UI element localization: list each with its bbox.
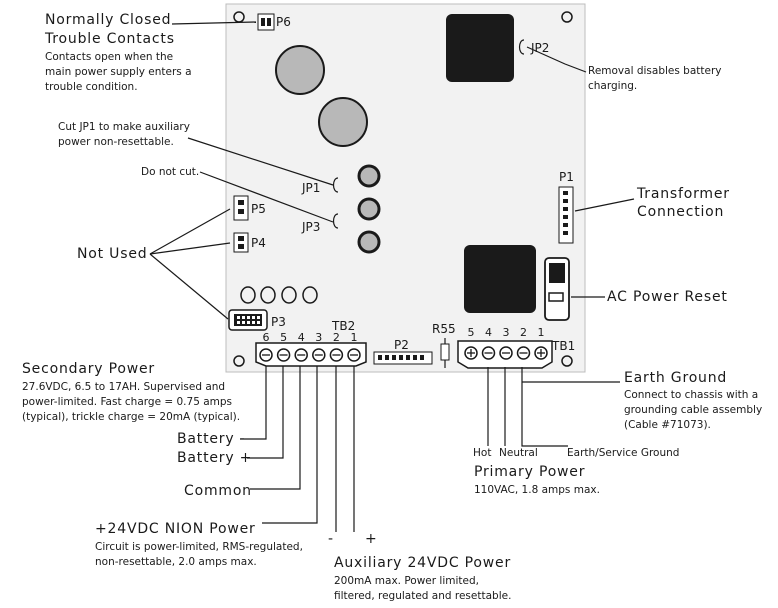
transformer-title-line1: Transformer (636, 186, 730, 202)
capacitor (357, 230, 381, 254)
tb1-pin-label: 3 (503, 326, 510, 339)
capacitor (318, 97, 368, 147)
jp1-label: JP1 (301, 181, 320, 195)
tb2-pin-label: 4 (298, 331, 305, 344)
tb2-pin-label: 2 (333, 331, 340, 344)
p3-label: P3 (271, 315, 286, 329)
ac-power-reset-label: AC Power Reset (607, 289, 728, 305)
p5-connector (233, 195, 249, 221)
earth-service-ground-label: Earth/Service Ground (567, 447, 679, 459)
r55-label: R55 (432, 322, 456, 336)
earth-desc-line3: (Cable #71073). (624, 419, 711, 431)
nion-desc-line1: Circuit is power-limited, RMS-regulated, (95, 541, 303, 553)
neutral-label: Neutral (499, 447, 538, 459)
jp2-jumper (518, 39, 525, 55)
secondary-power-title: Secondary Power (22, 361, 155, 377)
capacitor (275, 45, 325, 95)
aux-plus-label: + (365, 531, 378, 547)
nc-desc-line3: trouble condition. (45, 81, 138, 93)
earth-desc-line2: grounding cable assembly (624, 404, 762, 416)
tb1-label: TB1 (551, 339, 575, 353)
p4-label: P4 (251, 236, 266, 250)
p5-label: P5 (251, 202, 266, 216)
hot-label: Hot (473, 447, 491, 459)
nc-title-line1: Normally Closed (45, 12, 171, 28)
tb1-pin-label: 2 (520, 326, 527, 339)
p6-connector (257, 13, 275, 31)
primary-power-title: Primary Power (474, 464, 585, 480)
tb2-label: TB2 (331, 319, 355, 333)
battery-minus-label: Battery - (177, 431, 246, 447)
transformer-title-line2: Connection (637, 204, 724, 220)
mounting-hole (561, 11, 573, 23)
nion-power-title: +24VDC NION Power (95, 521, 256, 537)
aux-power-title: Auxiliary 24VDC Power (334, 555, 511, 571)
battery-plus-label: Battery + (177, 450, 252, 466)
tb1-pin-label: 5 (468, 326, 475, 339)
primary-desc: 110VAC, 1.8 amps max. (474, 484, 600, 496)
common-label: Common (184, 483, 252, 499)
secondary-desc-line1: 27.6VDC, 6.5 to 17AH. Supervised and (22, 381, 225, 393)
secondary-desc-line3: (typical), trickle charge = 20mA (typica… (22, 411, 240, 423)
jp2-label: JP2 (530, 41, 549, 55)
nc-desc-line2: main power supply enters a (45, 66, 192, 78)
jp3-label: JP3 (301, 220, 320, 234)
tb2-pin-label: 6 (263, 331, 270, 344)
heat-sink (446, 14, 514, 82)
jp3-note: Do not cut. (141, 166, 199, 178)
jp2-note-line1: Removal disables battery (588, 65, 722, 77)
earth-ground-title: Earth Ground (624, 370, 727, 386)
p4-connector (233, 232, 249, 253)
aux-minus-label: - (328, 531, 334, 547)
r55-resistor (440, 343, 450, 361)
p6-label: P6 (276, 15, 291, 29)
aux-desc-line2: filtered, regulated and resettable. (334, 590, 511, 602)
led (240, 286, 256, 304)
jp3-jumper (332, 213, 339, 229)
mounting-hole (561, 355, 573, 367)
tb2-pin-label: 5 (280, 331, 287, 344)
jp2-note-line2: charging. (588, 80, 637, 92)
led (260, 286, 276, 304)
not-used-label: Not Used (77, 246, 147, 262)
nion-desc-line2: non-resettable, 2.0 amps max. (95, 556, 257, 568)
aux-desc-line1: 200mA max. Power limited, (334, 575, 479, 587)
tb1-pin-label: 1 (538, 326, 545, 339)
jp1-note-line2: power non-resettable. (58, 136, 174, 148)
jp1-jumper (332, 177, 339, 193)
mounting-hole (233, 355, 245, 367)
p1-label: P1 (559, 170, 574, 184)
led (302, 286, 318, 304)
capacitor (357, 164, 381, 188)
tb2-pin-label: 1 (351, 331, 358, 344)
nc-title-line2: Trouble Contacts (44, 31, 175, 47)
nc-desc-line1: Contacts open when the (45, 51, 173, 63)
secondary-desc-line2: power-limited. Fast charge = 0.75 amps (22, 396, 232, 408)
tb1-pin-label: 4 (485, 326, 492, 339)
p2-label: P2 (394, 338, 409, 352)
led (281, 286, 297, 304)
heat-sink (464, 245, 536, 313)
earth-desc-line1: Connect to chassis with a (624, 389, 758, 401)
leader-lines (149, 21, 635, 532)
jp1-note-line1: Cut JP1 to make auxiliary (58, 121, 190, 133)
tb2-pin-label: 3 (315, 331, 322, 344)
capacitor (357, 197, 381, 221)
